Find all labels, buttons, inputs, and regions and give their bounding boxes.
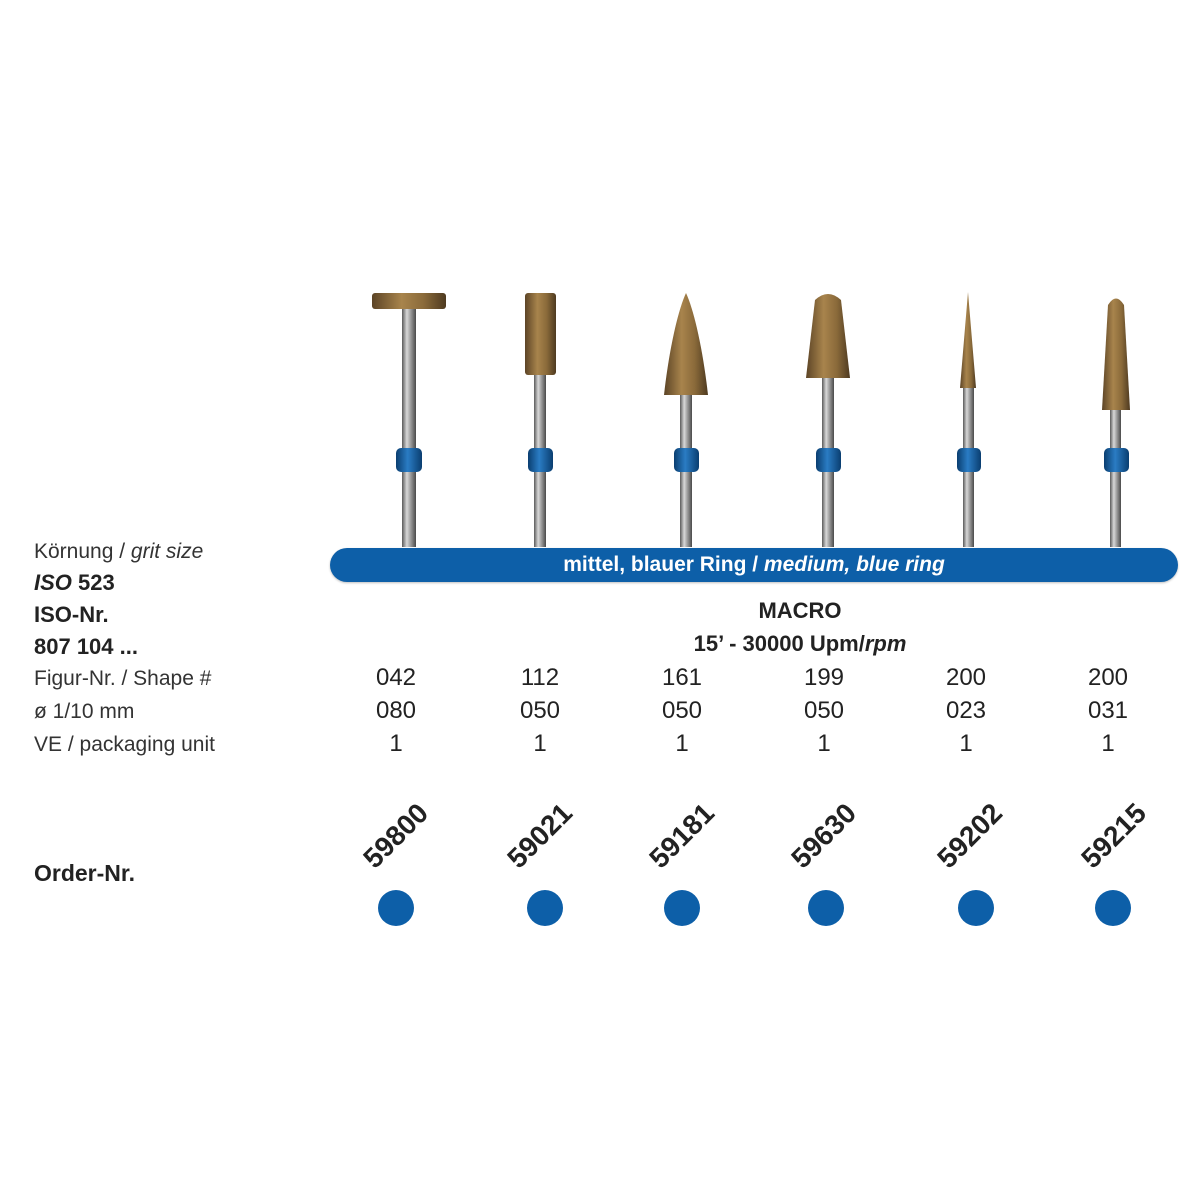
diameter-value: 080 [375,697,417,724]
shape-value: 112 [520,664,560,691]
shape-label: Figur-Nr. / Shape # [34,667,212,690]
packaging-value: 1 [1101,730,1115,757]
diameter-value: 031 [1087,697,1129,724]
iso-standard: ISO 523 [34,570,115,595]
series-title: MACRO [758,598,842,623]
tool-slim-taper [1102,298,1130,547]
blue-ring-dot [664,890,700,926]
packaging-value: 1 [675,730,689,757]
tool-thin-needle [957,292,981,547]
diameter-value: 023 [945,697,987,724]
shape-value: 199 [803,664,845,691]
shape-value: 200 [945,664,987,691]
iso-nr-label: ISO-Nr. [34,602,109,627]
shape-value: 042 [375,664,417,691]
packaging-value: 1 [817,730,831,757]
diameter-label: ø 1/10 mm [34,700,135,723]
blue-ring-dot [378,890,414,926]
tool-cylinder [525,293,556,547]
shape-value: 200 [1087,664,1129,691]
iso-code: 807 104 ... [34,634,138,659]
packaging-value: 1 [959,730,973,757]
packaging-label: VE / packaging unit [34,733,215,756]
tool-pointed-cone [664,293,708,547]
shape-value: 161 [661,664,703,691]
blue-ring-dot [808,890,844,926]
blue-ring-dot [527,890,563,926]
blue-ring-dot [1095,890,1131,926]
packaging-value: 1 [389,730,403,757]
order-label: Order-Nr. [34,860,135,886]
grit-banner: mittel, blauer Ring / medium, blue ring [330,548,1178,582]
tool-wheel [372,293,446,547]
blue-ring-dot [958,890,994,926]
tool-rounded-taper [806,294,850,547]
diameter-value: 050 [661,697,703,724]
speed-label: 15’ - 30000 Upm/rpm [693,631,907,656]
packaging-value: 1 [533,730,547,757]
diameter-value: 050 [803,697,845,724]
grit-label: Körnung / grit size [34,540,204,563]
diameter-value: 050 [519,697,561,724]
